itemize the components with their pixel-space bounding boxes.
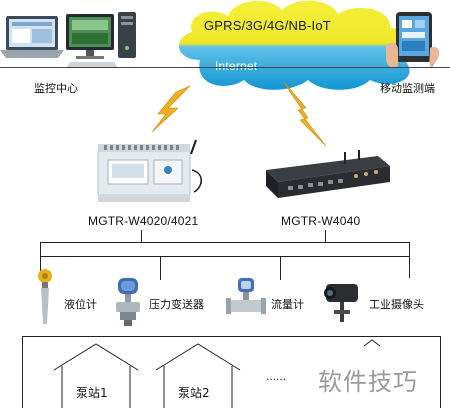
chevron-up-icon (363, 339, 381, 347)
lightning-bolt-left-icon (151, 85, 191, 133)
internet-label: Internet (215, 59, 258, 73)
drop-mid-right (280, 256, 281, 280)
level-meter-image (38, 269, 52, 324)
drop-left (40, 242, 41, 278)
pressure-transmitter-image (116, 278, 140, 326)
top-divider (0, 67, 450, 68)
bus-vertical-right (325, 230, 326, 242)
sensor-label-flow: 流量计 (271, 298, 304, 311)
bottom-frame-right (440, 336, 441, 408)
station-label-2: 泵站2 (178, 386, 210, 400)
device-a-model-label: MGTR-W4020/4021 (88, 214, 199, 228)
mobile-tablet (386, 12, 440, 68)
lightning-bolt-right-icon (283, 81, 327, 147)
industrial-camera-image (324, 284, 358, 322)
drop-mid-left (160, 256, 161, 280)
device-b-image (266, 150, 390, 198)
sensor-label-camera: 工业摄像头 (369, 298, 424, 311)
sensor-label-pressure: 压力变送器 (149, 298, 204, 311)
bus-horizontal-upper (40, 242, 409, 243)
bus-horizontal-lower (40, 256, 409, 257)
bottom-frame-left (22, 336, 23, 408)
bottom-frame-top (22, 336, 440, 337)
watermark-text: 软件技巧 (318, 368, 418, 396)
station-label-1: 泵站1 (76, 386, 108, 400)
sensor-label-level: 液位计 (64, 298, 97, 311)
station-house-1 (53, 343, 139, 408)
mobile-monitor-label: 移动监测端 (380, 82, 435, 95)
cloud-network-label: GPRS/3G/4G/NB-IoT (204, 18, 331, 33)
station-house-2 (155, 343, 241, 408)
device-a-image (97, 139, 202, 202)
bus-vertical-left (141, 230, 142, 242)
station-label-more: …… (266, 372, 286, 383)
monitor-center-computers (0, 12, 136, 68)
device-b-model-label: MGTR-W4040 (281, 214, 361, 228)
monitor-center-label: 监控中心 (34, 82, 78, 95)
drop-right (409, 242, 410, 278)
flow-meter-image (226, 278, 266, 314)
